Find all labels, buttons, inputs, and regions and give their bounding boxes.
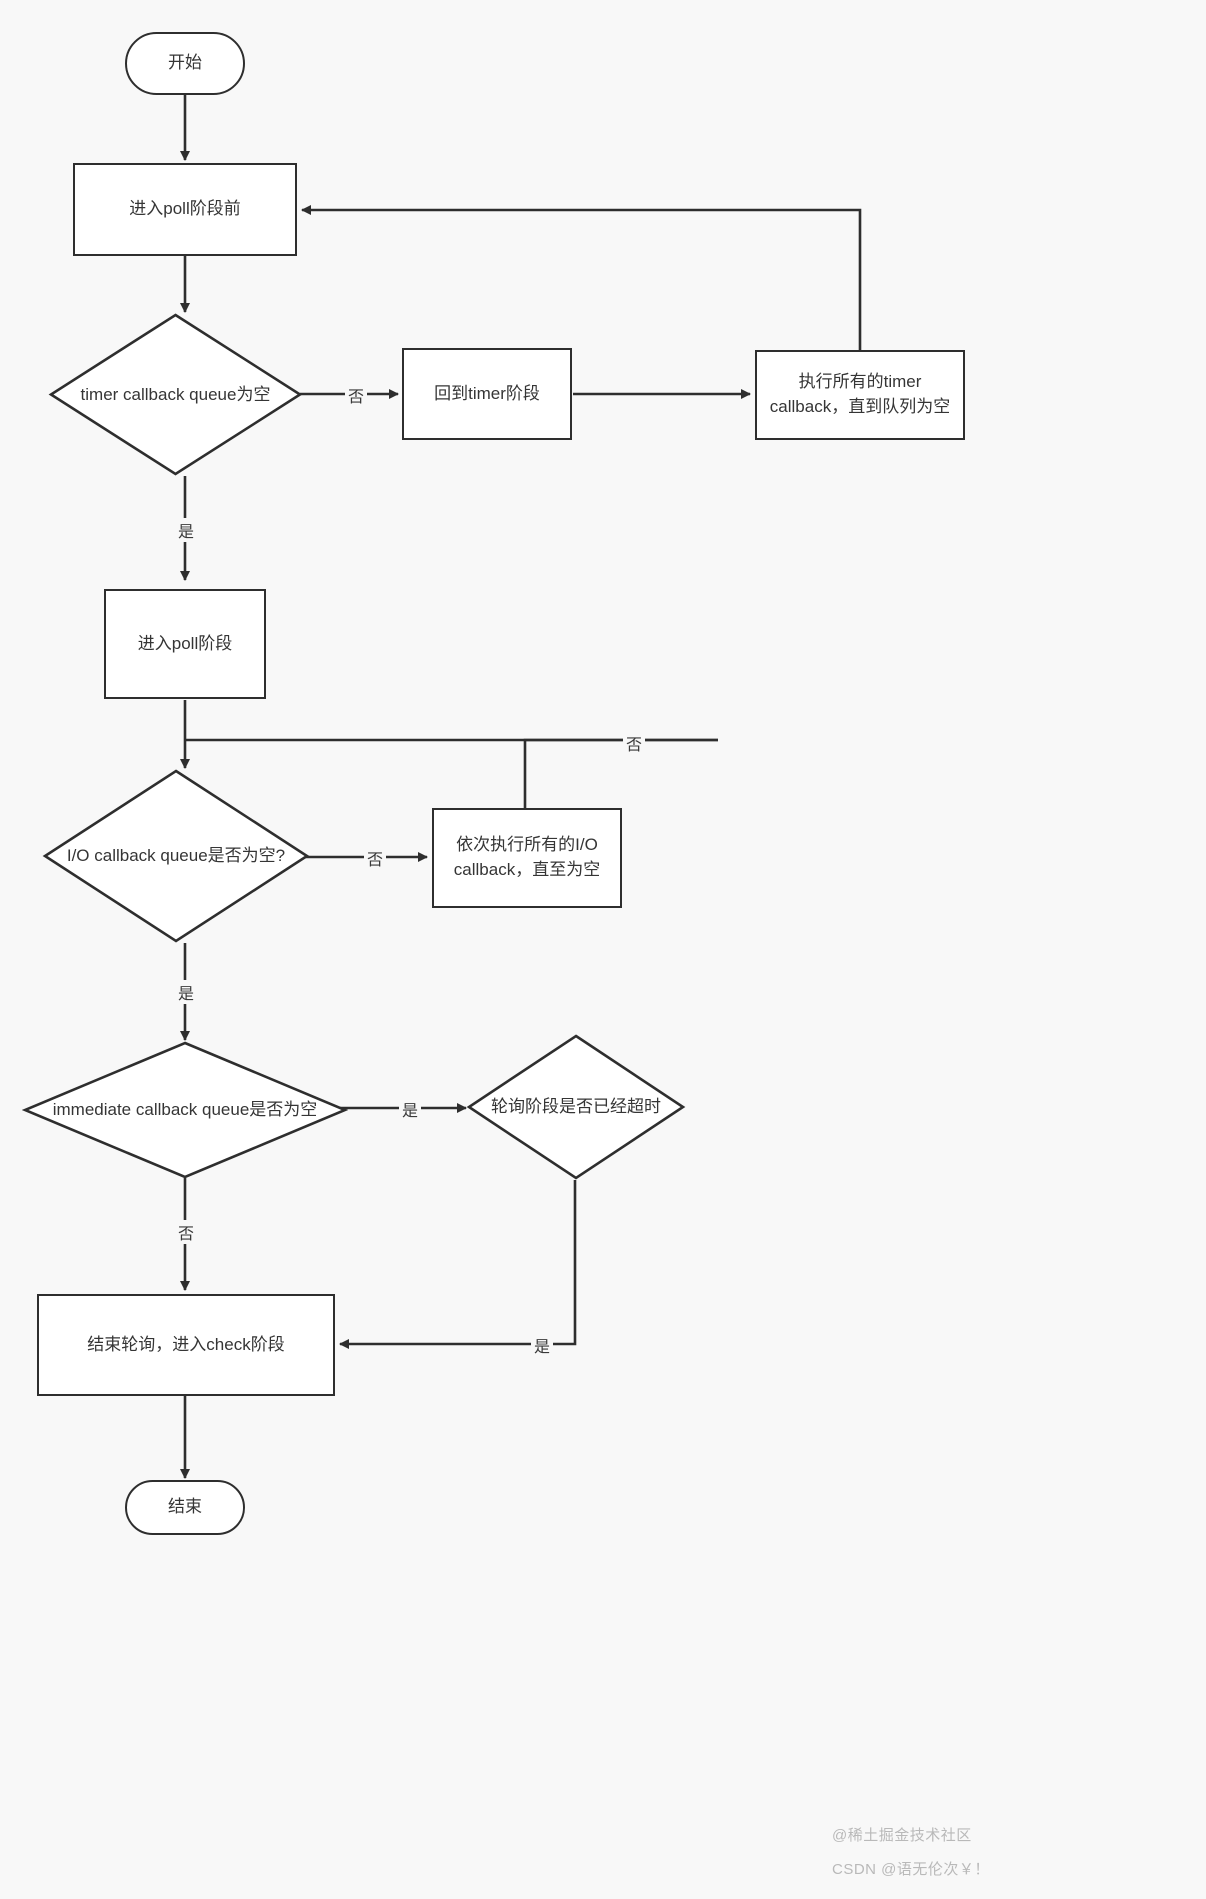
edge-label-immediate-yes: 是 [399,1097,422,1121]
node-immediate-queue-empty[interactable]: immediate callback queue是否为空 [22,1040,348,1180]
node-end-poll-enter-check-label: 结束轮询，进入check阶段 [87,1334,285,1354]
edge-label-timeout-yes: 是 [531,1333,554,1357]
node-end[interactable]: 结束 [125,1480,245,1535]
node-start[interactable]: 开始 [125,32,245,95]
diamond-shape [48,313,303,476]
node-timer-queue-empty[interactable]: timer callback queue为空 [48,312,303,477]
edge-label-timer-no: 否 [345,383,368,407]
edge-label-immediate-no: 否 [175,1220,198,1244]
node-before-poll-label: 进入poll阶段前 [129,199,241,219]
node-io-queue-empty-label: I/O callback queue是否为空? [66,846,286,866]
watermark-csdn: CSDN @语无伦次￥！ [832,1861,990,1878]
node-before-poll[interactable]: 进入poll阶段前 [73,163,297,256]
node-run-all-io-label: 依次执行所有的I/O callback，直至为空 [453,835,601,879]
node-end-label: 结束 [168,1497,202,1517]
diamond-shape [22,1041,348,1179]
edge-label-io-loopback-no: 否 [623,731,646,755]
node-start-label: 开始 [168,53,202,73]
node-enter-poll-label: 进入poll阶段 [137,633,233,653]
node-timer-queue-empty-label: timer callback queue为空 [80,384,271,404]
node-enter-poll[interactable]: 进入poll阶段 [104,589,266,699]
node-back-to-timer-label: 回到timer阶段 [434,383,540,403]
watermark-community: @稀土掘金技术社区 [832,1827,972,1844]
edge-label-io-yes: 是 [175,980,198,1004]
node-run-all-timer-label: 执行所有的timer callback，直到队列为空 [769,372,951,416]
node-immediate-queue-empty-label: immediate callback queue是否为空 [52,1100,318,1120]
edge-label-timer-yes: 是 [175,518,198,542]
node-poll-timeout[interactable]: 轮询阶段是否已经超时 [466,1033,686,1181]
node-run-all-io[interactable]: 依次执行所有的I/O callback，直至为空 [432,808,622,908]
node-io-queue-empty[interactable]: I/O callback queue是否为空? [42,768,310,944]
node-poll-timeout-label: 轮询阶段是否已经超时 [491,1097,661,1117]
edge-label-io-no: 否 [364,846,387,870]
node-back-to-timer[interactable]: 回到timer阶段 [402,348,572,440]
node-run-all-timer[interactable]: 执行所有的timer callback，直到队列为空 [755,350,965,440]
diamond-shape [466,1034,686,1180]
node-end-poll-enter-check[interactable]: 结束轮询，进入check阶段 [37,1294,335,1396]
diamond-shape [42,769,310,943]
